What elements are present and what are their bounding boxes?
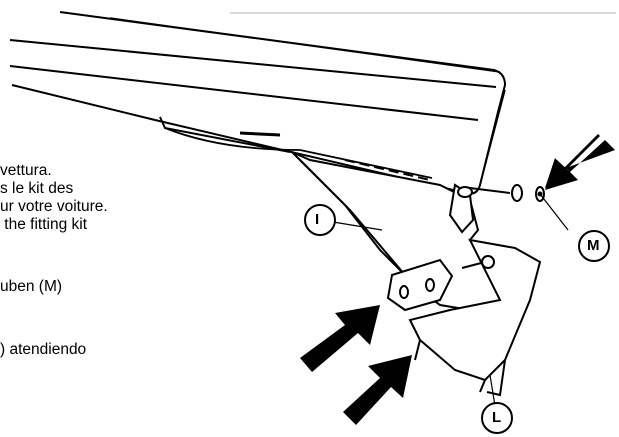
instruction-line-3: ur votre voiture. xyxy=(0,198,108,215)
instruction-line-1: vettura. xyxy=(0,162,52,179)
clamp-plate xyxy=(386,258,454,312)
arrow-icon xyxy=(300,134,615,425)
callout-label-m: M xyxy=(587,237,600,254)
callout-m xyxy=(578,230,610,262)
roof-bar xyxy=(9,11,507,195)
instruction-line-2: s le kit des xyxy=(0,180,74,197)
callout-i xyxy=(304,204,336,236)
bar-channel xyxy=(164,127,433,179)
callout-l xyxy=(481,402,513,434)
callout-label-l: L xyxy=(492,409,502,426)
callout-label-i: I xyxy=(315,211,320,228)
stirrup-part xyxy=(408,238,542,397)
instruction-line-6: ) atendiendo xyxy=(0,341,87,358)
screw-lower xyxy=(461,255,495,269)
instruction-line-5: uben (M) xyxy=(0,278,63,295)
instruction-line-4: the fitting kit xyxy=(0,216,88,233)
screw-m xyxy=(469,184,545,202)
